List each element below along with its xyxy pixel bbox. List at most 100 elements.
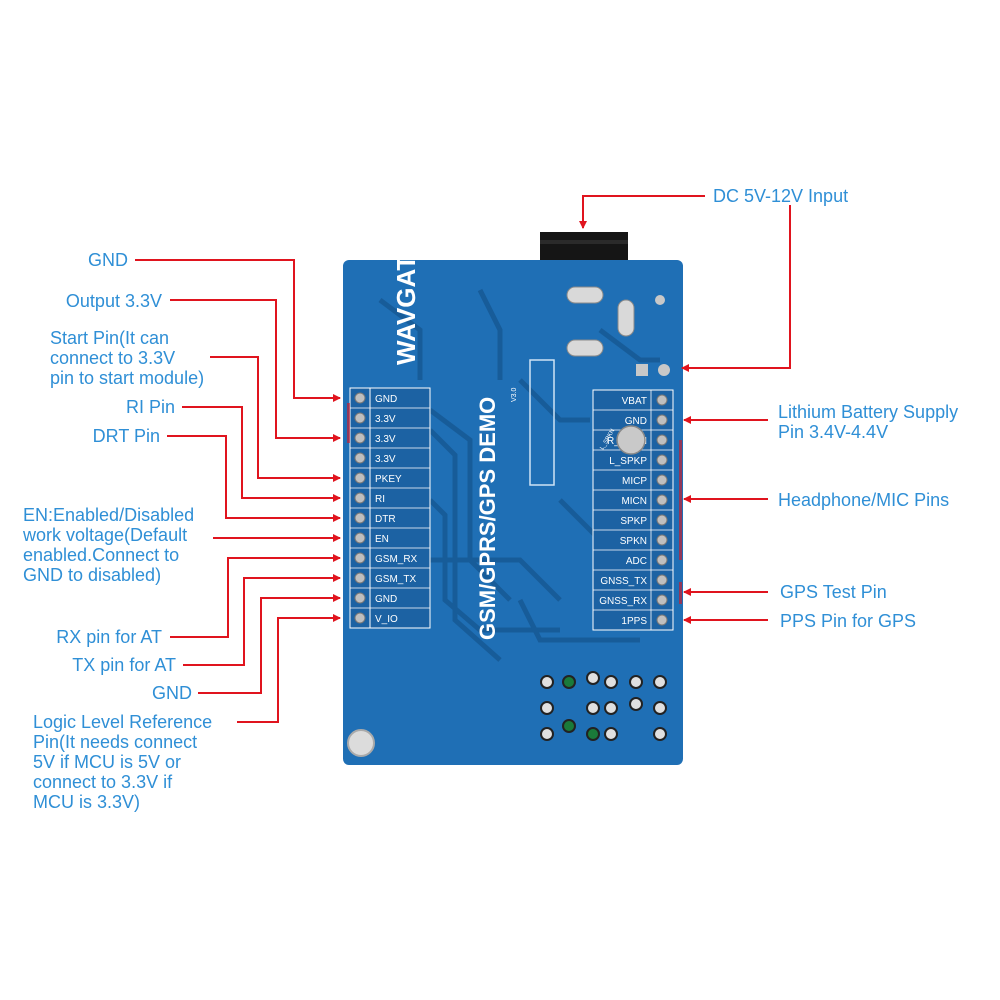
right-pin-label: VBAT [622,396,647,407]
annotation-gnd-top: GND [88,250,128,270]
right-pin-pad [656,594,668,606]
right-pin-pad [656,514,668,526]
right-pin-pad [656,574,668,586]
left-pin-pad [354,492,366,504]
annotation-tx-pin: TX pin for AT [72,655,176,675]
bottom-pad [540,675,554,689]
right-pin-pad [656,414,668,426]
left-pin-pad [354,432,366,444]
dc-jack [540,232,628,262]
left-pin-label: GSM_TX [375,574,416,585]
annotation-output-33: Output 3.3V [65,291,162,311]
arrow-rx-pin [170,554,341,638]
right-pin-pad [656,454,668,466]
left-pin-label: 3.3V [375,414,396,425]
bottom-pad [540,727,554,741]
left-pin-label: PKEY [375,474,402,485]
bottom-pad [586,727,600,741]
arrow-dc-gnd [681,205,791,372]
bottom-pad [653,727,667,741]
bottom-pads [540,671,667,741]
annotation-drt-pin: DRT Pin [92,426,160,446]
bottom-pad [540,701,554,715]
arrow-start-pin [210,356,341,482]
annotation-logic-level: Logic Level Reference Pin(It needs conne… [33,712,213,812]
right-pin-pad [656,394,668,406]
right-pin-label: SPKP [620,516,647,527]
right-pin-pad [656,614,668,626]
left-pin-label: V_IO [375,614,398,625]
right-pin-pad [656,474,668,486]
left-pin-pad [354,612,366,624]
left-pin-pad [354,532,366,544]
arrow-gnd-bottom [198,594,341,694]
left-pin-pad [354,412,366,424]
right-pin-pad [656,554,668,566]
right-pin-label: MICN [621,496,647,507]
left-pin-pad [354,452,366,464]
annotation-dc-input: DC 5V-12V Input [713,186,849,206]
right-pin-label: SPKN [620,536,647,547]
bottom-pad [604,727,618,741]
mounting-hole [347,729,375,757]
bottom-pad [653,701,667,715]
left-pin-pad [354,512,366,524]
bottom-pad [604,675,618,689]
right-pin-pad [656,494,668,506]
brand-logo: WAVGAT [391,255,421,365]
arrow-tx-pin [183,574,341,666]
right-pin-pad [656,534,668,546]
silkscreen-title: GSM/GPRS/GPS DEMO [475,397,500,640]
annotation-en-pin: EN:Enabled/Disabled work voltage(Default… [23,505,195,585]
annotation-ri-pin: RI Pin [125,397,175,417]
svg-text:WAVGAT: WAVGAT [391,255,421,365]
left-pin-pad [354,592,366,604]
bottom-pad [629,697,643,711]
arrow-dc-input [579,195,705,229]
left-pin-label: GSM_RX [375,554,418,565]
left-pin-label: 3.3V [375,454,396,465]
left-pin-pad [354,472,366,484]
right-pin-header: VBATGNDR_SPKNL_SPKPMICPMICNSPKPSPKNADCGN… [592,389,674,631]
annotation-gnd-bottom: GND [152,683,192,703]
bottom-pad [586,671,600,685]
arrow-ri-pin [182,406,341,502]
annotation-arrows [135,195,791,723]
arrow-drt-pin [167,435,341,522]
right-pin-pad [656,434,668,446]
bottom-pad [562,675,576,689]
buzzer [616,425,646,455]
silkscreen-version: V3.0 [511,387,518,402]
right-pin-label: 1PPS [621,616,647,627]
pcb-traces [378,288,660,662]
left-pin-pad [354,392,366,404]
right-pin-label: MICP [622,476,647,487]
arrow-logic-level [237,614,341,723]
left-pin-label: RI [375,494,385,505]
right-pin-label: L_SPKP [609,456,647,467]
annotation-rx-pin: RX pin for AT [56,627,162,647]
left-pin-header: GND 3.3V 3.3V 3.3V PKEY RI DTR EN GSM_RX GSM_TX GN… [349,387,431,629]
left-pin-label: 3.3V [375,434,396,445]
left-pin-label: GND [375,394,397,405]
right-pin-label: GNSS_TX [600,576,647,587]
left-pin-label: EN [375,534,389,545]
left-pin-label: GND [375,594,397,605]
annotation-pps: PPS Pin for GPS [780,611,917,631]
arrow-output-33 [170,299,341,442]
arrow-gnd-top [135,259,341,402]
right-pin-label: ADC [626,556,647,567]
right-pin-label: GND [625,416,647,427]
annotation-gps-test: GPS Test Pin [780,582,887,602]
annotation-start-pin: Start Pin(It can connect to 3.3V pin to … [50,328,205,388]
bottom-pad [604,701,618,715]
bottom-pad [629,675,643,689]
right-pin-label: GNSS_RX [599,596,647,607]
left-pin-pad [354,572,366,584]
annotation-lithium: Lithium Battery Supply Pin 3.4V-4.4V [778,402,959,442]
left-pin-pad [354,552,366,564]
annotation-headphone: Headphone/MIC Pins [778,490,950,510]
left-pin-label: DTR [375,514,396,525]
bottom-pad [653,675,667,689]
